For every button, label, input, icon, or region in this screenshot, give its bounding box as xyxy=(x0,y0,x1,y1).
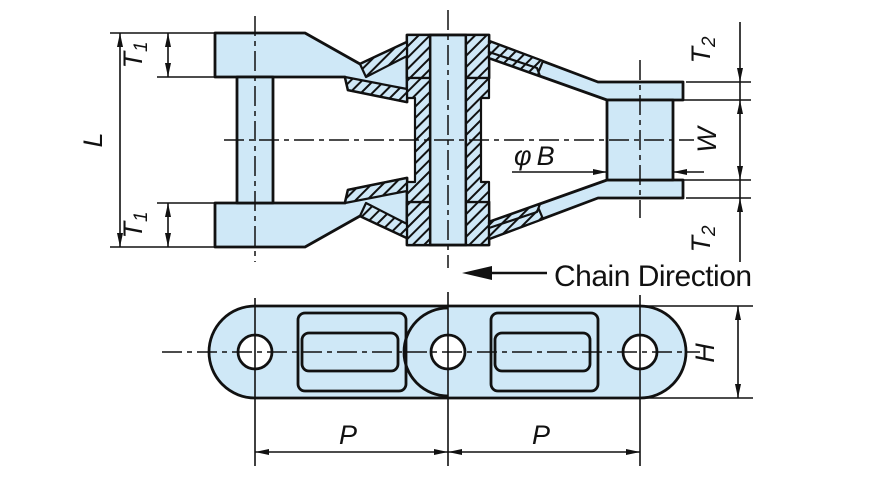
arrowhead-up xyxy=(735,306,741,320)
chain-direction-label: Chain Direction xyxy=(554,260,752,293)
cap-section-left xyxy=(405,33,432,80)
top-view-section xyxy=(213,10,694,268)
dimension-T1-bottom: T1 xyxy=(118,202,217,247)
top-view-centerlines xyxy=(224,10,694,268)
dim-label-T2-top: T2 xyxy=(686,36,720,64)
arrowhead-down xyxy=(735,384,741,398)
chain-direction-annotation: Chain Direction xyxy=(462,260,752,293)
plate-section-lower-right xyxy=(487,50,542,78)
arrowhead-down xyxy=(737,166,743,180)
dim-label-L: L xyxy=(78,132,108,147)
cap-section-right xyxy=(464,33,491,80)
plate-section-lower-left-bottom xyxy=(343,176,409,205)
arrowhead-up xyxy=(737,100,743,114)
dim-label-T1-top: T1 xyxy=(118,41,152,68)
dim-label-W: W xyxy=(692,125,722,153)
dim-label-T1-bottom: T1 xyxy=(118,211,152,238)
arrowhead-left xyxy=(255,449,269,455)
arrowhead-right xyxy=(434,449,448,455)
dimension-P: P P xyxy=(255,420,640,455)
dim-label-P-right: P xyxy=(532,420,550,450)
bottom-view-centerlines xyxy=(162,292,700,466)
dim-lines-right xyxy=(677,22,751,262)
dim-lines-L xyxy=(110,32,217,248)
plate-section-lower-left xyxy=(343,75,409,104)
bottom-view-plan xyxy=(162,292,700,466)
arrowhead-up xyxy=(165,203,171,217)
arrowhead-down xyxy=(117,233,123,247)
plate-section-upper-left-bottom xyxy=(358,201,409,240)
cap-section-left-bottom xyxy=(405,200,432,247)
arrowhead-right xyxy=(593,169,607,175)
arrowhead-down xyxy=(737,68,743,82)
dimensions-right-stack: T2 W T2 xyxy=(677,22,751,262)
dim-label-H: H xyxy=(690,343,720,363)
hatched-sections xyxy=(343,33,545,247)
cap-section-right-bottom xyxy=(464,200,491,247)
plate-section-upper-left xyxy=(358,40,409,79)
dim-label-T2-bottom: T2 xyxy=(686,225,720,253)
plate-section-lower-right-bottom xyxy=(487,202,542,230)
arrowhead-up xyxy=(737,198,743,212)
arrowhead-right xyxy=(626,449,640,455)
left-link-recess-outer xyxy=(296,311,408,393)
dimension-T1-top: T1 xyxy=(118,33,217,78)
arrowhead-down xyxy=(165,233,171,247)
arrowhead-up xyxy=(165,33,171,47)
dim-label-P-left: P xyxy=(339,420,357,450)
arrowhead-left xyxy=(673,169,687,175)
overlapping-link-end-arc xyxy=(402,306,449,398)
arrowhead-up xyxy=(117,33,123,47)
chain-direction-arrow-icon xyxy=(462,266,492,280)
dim-lines-H xyxy=(645,305,753,399)
dimension-L: L xyxy=(78,32,217,248)
dimension-H: H xyxy=(645,305,753,399)
arrowhead-down xyxy=(165,63,171,77)
arrowhead-left xyxy=(448,449,462,455)
